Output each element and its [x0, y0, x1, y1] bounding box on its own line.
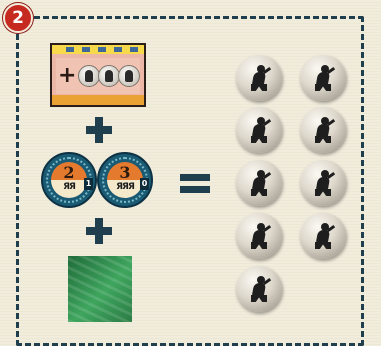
token-side-number: 0: [140, 178, 149, 190]
worker-coin-icon: [300, 160, 346, 206]
worker-coin-icon: [236, 213, 282, 259]
token-value: 3: [107, 163, 143, 182]
plus-icon: [86, 117, 112, 143]
token-value: 2: [51, 163, 87, 182]
card-top-stripe: [52, 45, 144, 54]
worker-coin-icon: [236, 266, 282, 312]
round-token-3: 3 ЯЯЯ 0: [97, 152, 153, 208]
token-figures: ЯЯЯ: [107, 182, 143, 192]
worker-coin-icon: [300, 55, 346, 101]
token-side-number: 1: [84, 178, 93, 190]
worker-icon: [98, 65, 120, 87]
token-figures: ЯЯ: [51, 182, 87, 192]
worker-icon: [118, 65, 140, 87]
plus-icon: [86, 218, 112, 244]
building-card: +: [50, 43, 146, 107]
worker-coin-icon: [300, 107, 346, 153]
worker-coin-icon: [236, 55, 282, 101]
round-token-2: 2 ЯЯ 1: [41, 152, 97, 208]
step-number-badge: 2: [3, 3, 33, 33]
card-plus-icon: +: [58, 65, 76, 87]
worker-coin-icon: [236, 107, 282, 153]
green-land-tile: [68, 256, 132, 322]
equals-icon: [180, 174, 210, 194]
card-panel: +: [56, 58, 140, 94]
worker-coin-icon: [300, 213, 346, 259]
worker-coin-icon: [236, 160, 282, 206]
worker-icon: [78, 65, 100, 87]
card-bottom-stripe: [52, 95, 144, 105]
